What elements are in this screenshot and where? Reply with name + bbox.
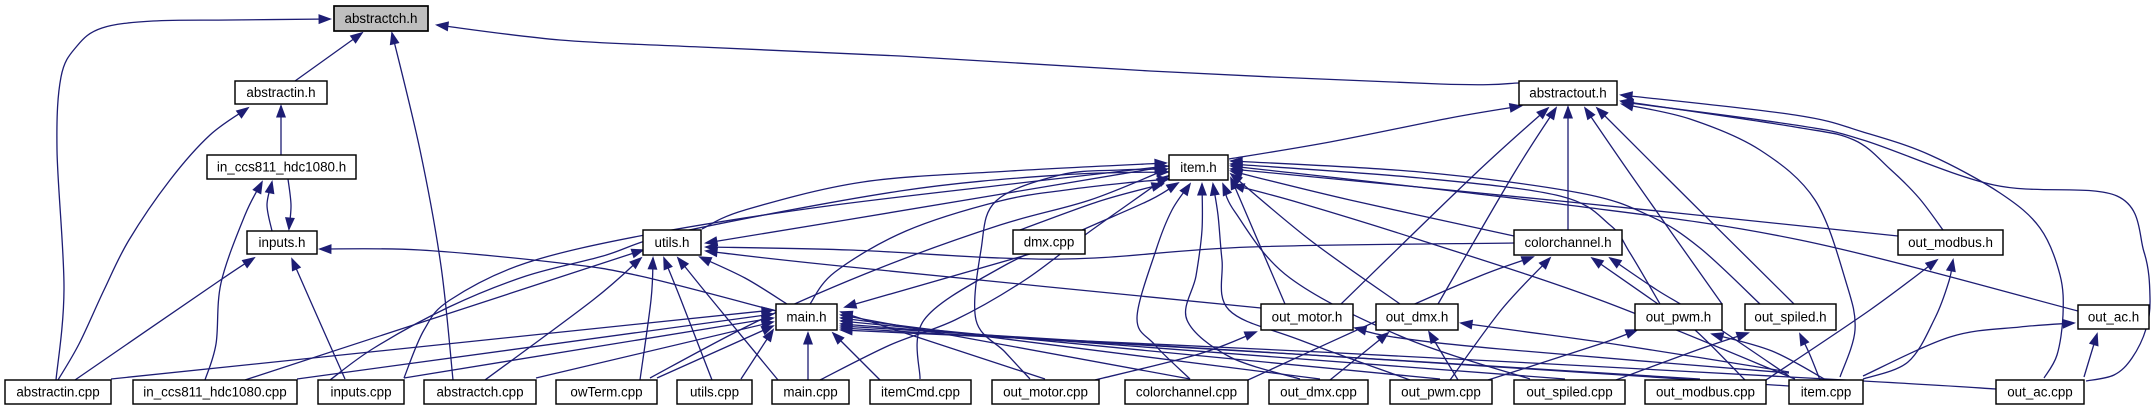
svg-text:out_dmx.h: out_dmx.h	[1386, 310, 1449, 325]
svg-text:item.cpp: item.cpp	[1801, 385, 1852, 400]
svg-text:out_modbus.cpp: out_modbus.cpp	[1656, 385, 1755, 400]
svg-text:abstractin.cpp: abstractin.cpp	[16, 385, 99, 400]
svg-text:out_ac.h: out_ac.h	[2088, 310, 2139, 325]
svg-text:abstractch.h: abstractch.h	[345, 11, 418, 26]
svg-text:owTerm.cpp: owTerm.cpp	[570, 385, 642, 400]
svg-text:main.h: main.h	[786, 310, 826, 325]
svg-text:out_motor.cpp: out_motor.cpp	[1003, 385, 1088, 400]
svg-text:out_spiled.h: out_spiled.h	[1754, 310, 1826, 325]
svg-text:out_pwm.cpp: out_pwm.cpp	[1401, 385, 1481, 400]
svg-text:abstractch.cpp: abstractch.cpp	[436, 385, 523, 400]
svg-text:out_pwm.h: out_pwm.h	[1646, 310, 1712, 325]
svg-text:inputs.cpp: inputs.cpp	[330, 385, 391, 400]
svg-text:dmx.cpp: dmx.cpp	[1024, 235, 1075, 250]
svg-text:out_modbus.h: out_modbus.h	[1908, 235, 1993, 250]
svg-text:in_ccs811_hdc1080.h: in_ccs811_hdc1080.h	[217, 160, 346, 175]
svg-text:colorchannel.h: colorchannel.h	[1524, 235, 1611, 250]
svg-text:out_ac.cpp: out_ac.cpp	[2007, 385, 2073, 400]
svg-text:itemCmd.cpp: itemCmd.cpp	[881, 385, 960, 400]
svg-text:out_spiled.cpp: out_spiled.cpp	[1526, 385, 1612, 400]
svg-text:out_dmx.cpp: out_dmx.cpp	[1280, 385, 1357, 400]
svg-text:utils.h: utils.h	[655, 235, 690, 250]
svg-text:utils.cpp: utils.cpp	[690, 385, 739, 400]
svg-text:inputs.h: inputs.h	[259, 235, 306, 250]
svg-text:colorchannel.cpp: colorchannel.cpp	[1136, 385, 1237, 400]
svg-text:abstractout.h: abstractout.h	[1529, 86, 1606, 101]
svg-text:main.cpp: main.cpp	[783, 385, 837, 400]
svg-text:item.h: item.h	[1180, 160, 1216, 175]
svg-text:in_ccs811_hdc1080.cpp: in_ccs811_hdc1080.cpp	[143, 385, 286, 400]
svg-text:abstractin.h: abstractin.h	[246, 85, 315, 100]
svg-text:out_motor.h: out_motor.h	[1272, 310, 1343, 325]
